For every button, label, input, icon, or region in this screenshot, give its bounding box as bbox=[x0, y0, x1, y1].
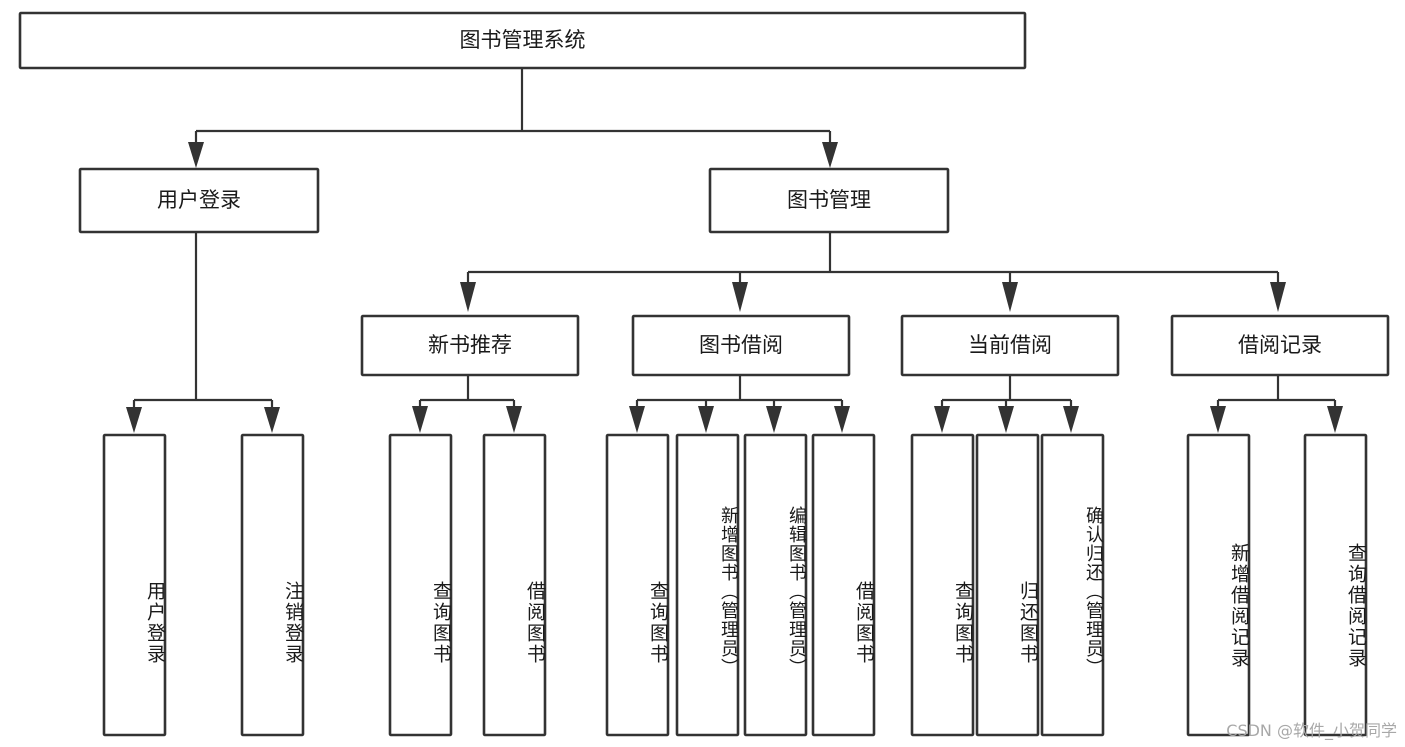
node-label-leaf-query-book-1: 查询图书 bbox=[430, 581, 452, 665]
node-box-leaf-return-book[interactable] bbox=[975, 433, 1040, 737]
node-label-book-manage: 图书管理 bbox=[787, 187, 871, 212]
node-label-leaf-confirm-return-admin: 确认归还（管理员） bbox=[1083, 505, 1104, 677]
watermark-text: CSDN @软件_小贺同学 bbox=[1226, 721, 1397, 740]
connector-book-borrow-to-leaves bbox=[629, 375, 850, 433]
node-label-leaf-borrow-book-1: 借阅图书 bbox=[524, 581, 546, 665]
node-box-leaf-user-login[interactable] bbox=[102, 433, 167, 737]
node-box-leaf-borrow-book-1[interactable] bbox=[482, 433, 547, 737]
node-label-leaf-edit-book-admin: 编辑图书（管理员） bbox=[786, 505, 807, 677]
connector-user-login-to-leaves bbox=[126, 232, 280, 433]
node-label-leaf-user-logout: 注销登录 bbox=[282, 581, 304, 665]
node-label-book-borrow: 图书借阅 bbox=[699, 332, 783, 357]
node-box-book-borrow[interactable] bbox=[631, 314, 851, 377]
connector-borrow-record-to-leaves bbox=[1210, 375, 1343, 433]
node-label-leaf-add-borrow-record: 新增借阅记录 bbox=[1228, 543, 1250, 669]
connector-root-to-level2 bbox=[188, 68, 838, 168]
node-label-leaf-user-login: 用户登录 bbox=[144, 581, 166, 665]
node-label-leaf-add-book-admin: 新增图书（管理员） bbox=[718, 505, 739, 677]
node-label-current-borrow: 当前借阅 bbox=[968, 332, 1052, 357]
node-label-leaf-borrow-book-2: 借阅图书 bbox=[853, 581, 875, 665]
node-box-user-login[interactable] bbox=[78, 167, 320, 234]
node-box-leaf-query-book-1[interactable] bbox=[388, 433, 453, 737]
node-box-leaf-borrow-book-2[interactable] bbox=[811, 433, 876, 737]
node-label-leaf-query-borrow-record: 查询借阅记录 bbox=[1345, 543, 1367, 669]
node-label-leaf-query-book-2: 查询图书 bbox=[647, 581, 669, 665]
node-box-leaf-confirm-return-admin[interactable] bbox=[1040, 433, 1105, 737]
node-box-new-book-recommend[interactable] bbox=[360, 314, 580, 377]
connector-book-manage-to-level3 bbox=[460, 232, 1286, 312]
node-box-leaf-edit-book-admin[interactable] bbox=[743, 433, 808, 737]
node-box-leaf-add-borrow-record[interactable] bbox=[1186, 433, 1251, 737]
node-label-leaf-return-book: 归还图书 bbox=[1017, 581, 1039, 665]
node-box-leaf-user-logout[interactable] bbox=[240, 433, 305, 737]
node-box-current-borrow[interactable] bbox=[900, 314, 1120, 377]
node-label-user-login: 用户登录 bbox=[157, 187, 241, 212]
node-box-leaf-add-book-admin[interactable] bbox=[675, 433, 740, 737]
node-box-book-manage[interactable] bbox=[708, 167, 950, 234]
node-label-borrow-record: 借阅记录 bbox=[1238, 332, 1322, 357]
node-box-root[interactable] bbox=[18, 11, 1027, 70]
node-label-new-book-recommend: 新书推荐 bbox=[428, 332, 512, 357]
node-box-leaf-query-book-2[interactable] bbox=[605, 433, 670, 737]
connector-current-borrow-to-leaves bbox=[934, 375, 1079, 433]
node-box-leaf-query-borrow-record[interactable] bbox=[1303, 433, 1368, 737]
connector-new-book-recommend-to-leaves bbox=[412, 375, 522, 433]
node-label-root: 图书管理系统 bbox=[459, 27, 586, 52]
node-box-borrow-record[interactable] bbox=[1170, 314, 1390, 377]
node-label-leaf-query-book-3: 查询图书 bbox=[952, 581, 974, 665]
node-box-leaf-query-book-3[interactable] bbox=[910, 433, 975, 737]
